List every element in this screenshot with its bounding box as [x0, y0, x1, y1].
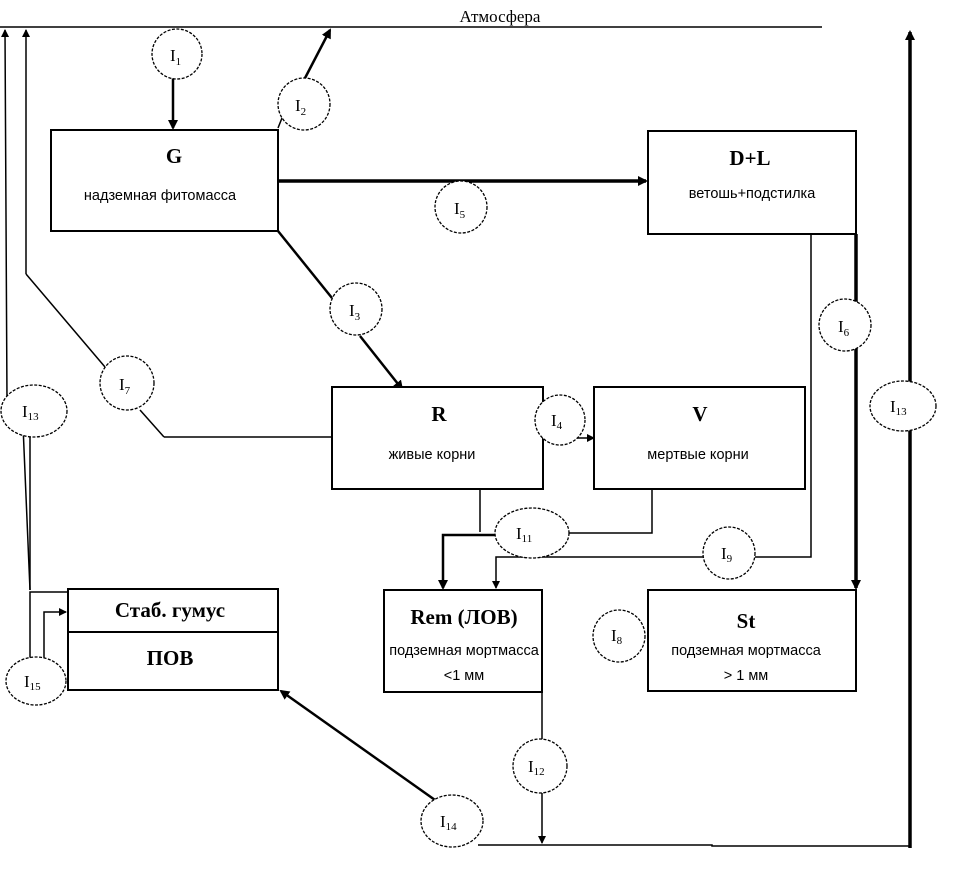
node-dl-label: ветошь+подстилка — [689, 186, 816, 202]
node-g-label: надземная фитомасса — [84, 188, 237, 204]
flow-i11-line-v — [569, 489, 653, 534]
node-g-symbol: G — [166, 144, 182, 168]
flow-i3: I3 — [329, 282, 383, 336]
node-v-box — [593, 386, 806, 490]
svg-text:I12: I12 — [528, 757, 545, 778]
node-rem-symbol: Rem (ЛОВ) — [410, 605, 517, 629]
flow-i18-base-line — [29, 591, 68, 660]
node-st-symbol: St — [737, 609, 756, 633]
svg-text:I15: I15 — [24, 672, 41, 693]
atmosphere-label: Атмосфера — [460, 7, 541, 26]
svg-text:I3: I3 — [349, 301, 361, 323]
svg-text:I4: I4 — [551, 411, 563, 432]
svg-text:I6: I6 — [838, 317, 850, 339]
node-rem-box — [383, 589, 543, 693]
flow-i2-arrow — [302, 28, 332, 81]
node-v-label: мертвые корни — [647, 447, 748, 463]
svg-text:I14: I14 — [440, 812, 457, 833]
svg-text:I9: I9 — [721, 544, 733, 565]
flow-i18: I13 — [0, 384, 68, 438]
node-dl-symbol: D+L — [729, 146, 770, 170]
svg-text:I7: I7 — [119, 375, 131, 397]
svg-text:I1: I1 — [170, 46, 181, 68]
node-dl-box — [647, 130, 857, 235]
flow-i9-line-b — [492, 556, 703, 589]
flow-i6: I6 — [818, 298, 872, 352]
flow-i1: I1 — [151, 28, 203, 80]
node-r-box — [331, 386, 544, 490]
svg-text:I13: I13 — [22, 402, 39, 423]
flow-i9: I9 — [702, 526, 756, 580]
node-st-box — [647, 589, 857, 692]
svg-text:I5: I5 — [454, 199, 466, 221]
flow-i5: I5 — [434, 180, 488, 234]
node-humus-bottom-label: ПОВ — [147, 646, 194, 670]
node-st-size: > 1 мм — [724, 668, 769, 684]
node-humus-top-label: Стаб. гумус — [115, 598, 225, 622]
node-humus-box — [67, 588, 279, 691]
node-v-symbol: V — [692, 402, 707, 426]
flow-i3-arrow — [359, 335, 404, 391]
flow-i14: I14 — [420, 794, 484, 848]
flow-i4: I4 — [534, 394, 586, 446]
flow-i15: I15 — [5, 656, 67, 706]
node-r-symbol: R — [431, 402, 447, 426]
node-g-box — [50, 129, 279, 232]
flow-i11-arrow — [438, 533, 495, 590]
flow-i2-stub — [277, 117, 283, 129]
flow-bottom-line — [478, 844, 910, 847]
flow-i3-line — [277, 230, 333, 299]
svg-text:I8: I8 — [611, 626, 623, 647]
flow-i2: I2 — [277, 77, 331, 131]
node-rem-size: <1 мм — [444, 668, 485, 684]
node-r-label: живые корни — [389, 447, 476, 463]
flow-i14-arrow — [279, 689, 436, 802]
flow-i9-line-a — [755, 234, 812, 558]
flow-i13: I13 — [869, 380, 937, 432]
svg-text:I2: I2 — [295, 96, 306, 118]
flow-i7: I7 — [99, 355, 155, 411]
flow-i12: I12 — [512, 738, 568, 794]
flow-i15-arrow — [43, 608, 67, 660]
node-rem-label: подземная мортмасса — [389, 643, 539, 659]
node-st-label: подземная мортмасса — [671, 643, 821, 659]
flow-i11: I11 — [494, 507, 570, 559]
flow-i7-line-a — [139, 409, 165, 438]
svg-text:I13: I13 — [890, 397, 907, 418]
flow-i8: I8 — [592, 609, 646, 663]
svg-text:I11: I11 — [516, 524, 532, 545]
flow-i7-line-b — [25, 273, 106, 368]
